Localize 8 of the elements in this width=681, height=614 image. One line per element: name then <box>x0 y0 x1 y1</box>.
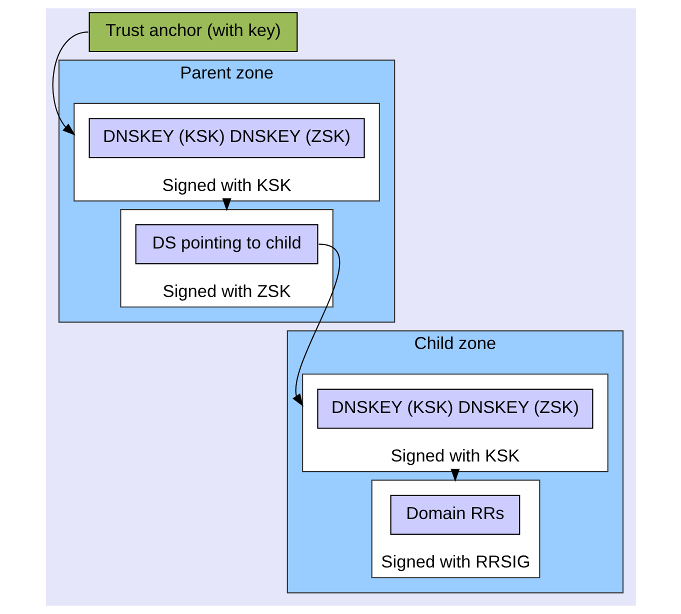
node-box: DNSKEY (KSK) DNSKEY (ZSK) <box>88 118 364 158</box>
node-box: Domain RRs <box>390 494 520 535</box>
node-box: Trust anchor (with key) <box>88 12 298 52</box>
arrow <box>52 32 88 136</box>
arrow <box>222 198 231 212</box>
node-box: DS pointing to child <box>134 224 318 264</box>
arrow <box>450 468 460 482</box>
node-box: DNSKEY (KSK) DNSKEY (ZSK) <box>316 388 593 429</box>
